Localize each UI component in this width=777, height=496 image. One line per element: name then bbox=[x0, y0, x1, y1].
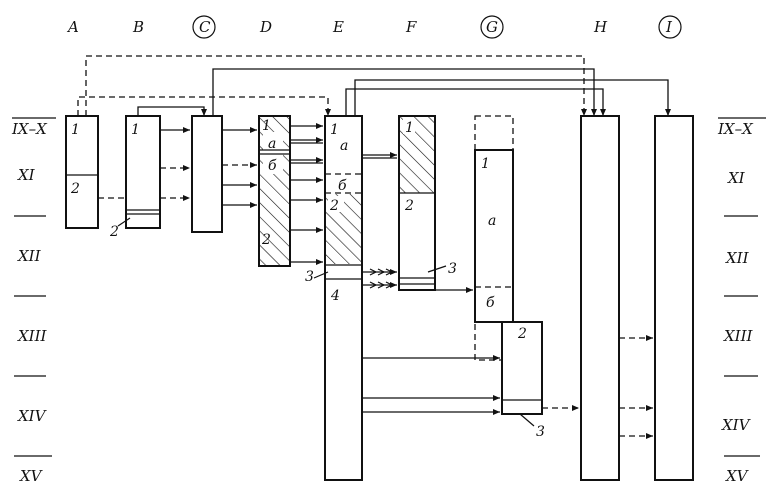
column-label-g: G bbox=[486, 18, 498, 36]
column-e-seg3-pointer bbox=[313, 271, 329, 279]
column-g-seg3: 3 bbox=[536, 424, 545, 440]
dashed-link-a-to-h bbox=[85, 55, 587, 116]
column-f-seg1: 1 bbox=[405, 120, 414, 136]
column-g-sega: a bbox=[488, 213, 496, 229]
century-right-14: XIV bbox=[721, 416, 752, 434]
column-g-box bbox=[474, 149, 514, 323]
column-b: 1 2 bbox=[109, 115, 161, 240]
column-d-sega: a bbox=[268, 136, 276, 152]
solid-link-e-to-h bbox=[345, 88, 606, 116]
column-a-box bbox=[65, 115, 99, 229]
century-scale-right: IX–X XI XII XIII XIV XV bbox=[717, 117, 766, 485]
column-i-box bbox=[654, 115, 694, 481]
column-i bbox=[654, 115, 694, 481]
column-a-seg2: 2 bbox=[70, 181, 80, 197]
column-e-seg1: 1 bbox=[330, 122, 339, 138]
column-d-segb: б bbox=[268, 158, 277, 174]
column-i-circle bbox=[658, 15, 682, 39]
column-label-b: B bbox=[132, 18, 144, 36]
column-b-box bbox=[125, 115, 161, 229]
century-left-15: XV bbox=[19, 467, 44, 485]
column-e-label-bg-2 bbox=[328, 196, 344, 212]
column-b-seg1: 1 bbox=[131, 122, 140, 138]
column-c-circle bbox=[192, 15, 216, 39]
column-b-seg2: 2 bbox=[109, 224, 119, 240]
column-label-i: I bbox=[665, 18, 673, 36]
column-label-h: H bbox=[593, 18, 608, 36]
column-e-seg2: 2 bbox=[329, 198, 339, 214]
column-g-seg3-pointer bbox=[519, 413, 535, 427]
column-c bbox=[191, 115, 223, 233]
dashed-link-a-to-e bbox=[77, 96, 331, 116]
column-e-sega: a bbox=[340, 138, 348, 154]
column-d-label-bg-a bbox=[263, 132, 283, 152]
column-g-sub-box bbox=[501, 321, 543, 415]
column-label-f: F bbox=[405, 18, 417, 36]
solid-link-b-to-c bbox=[137, 106, 207, 116]
column-d-seg1: 1 bbox=[262, 118, 271, 134]
column-g-seg2: 2 bbox=[517, 326, 527, 342]
century-left-9-10: IX–X bbox=[11, 120, 48, 138]
century-left-13: XIII bbox=[17, 327, 48, 345]
column-g-circle bbox=[480, 15, 504, 39]
multi-arrow-heads-2 bbox=[369, 281, 394, 289]
column-f-seg2: 2 bbox=[404, 198, 414, 214]
century-left-14: XIV bbox=[17, 407, 48, 425]
century-scale-left: IX–X XI XII XIII XIV XV bbox=[11, 117, 56, 485]
century-right-11: XI bbox=[727, 169, 746, 187]
column-label-d: D bbox=[259, 18, 272, 36]
century-left-12: XII bbox=[17, 247, 42, 265]
column-a: 1 2 bbox=[65, 115, 99, 229]
column-f-label-bg bbox=[403, 118, 415, 134]
column-f-seg3-pointer bbox=[427, 265, 447, 273]
solid-link-c-to-h bbox=[212, 68, 597, 116]
solid-link-e-to-i bbox=[354, 79, 671, 116]
column-headers: A B C D E F G H I bbox=[66, 15, 682, 39]
century-left-11: XI bbox=[17, 166, 36, 184]
century-right-13: XIII bbox=[723, 327, 754, 345]
century-right-12: XII bbox=[725, 249, 750, 267]
column-d: 1 a б 2 bbox=[258, 115, 291, 267]
column-f: 1 2 3 bbox=[398, 115, 457, 291]
column-d-label-bg-b bbox=[263, 152, 283, 174]
column-e-segb: б bbox=[338, 178, 347, 194]
column-e: 1 a б 2 3 4 bbox=[305, 115, 363, 481]
column-h-box bbox=[580, 115, 620, 481]
column-g-segb: б bbox=[486, 295, 495, 311]
multi-arrow-heads-1 bbox=[369, 268, 394, 276]
column-b-seg2-pointer bbox=[117, 217, 131, 227]
column-f-seg3: 3 bbox=[448, 261, 457, 277]
top-connections bbox=[77, 55, 671, 116]
column-e-seg4: 4 bbox=[330, 288, 340, 304]
flow-arrows bbox=[98, 123, 653, 439]
column-e-seg3: 3 bbox=[305, 269, 314, 285]
column-c-box bbox=[191, 115, 223, 233]
column-e-box bbox=[324, 115, 363, 481]
century-right-9-10: IX–X bbox=[717, 120, 754, 138]
column-d-seg2: 2 bbox=[261, 232, 271, 248]
column-label-e: E bbox=[332, 18, 344, 36]
century-right-15: XV bbox=[725, 467, 750, 485]
column-label-a: A bbox=[66, 18, 79, 36]
column-h bbox=[580, 115, 620, 481]
column-g: 1 a б 2 3 bbox=[474, 115, 545, 440]
column-a-seg1: 1 bbox=[71, 122, 80, 138]
column-label-c: C bbox=[199, 18, 211, 36]
column-g-seg1: 1 bbox=[481, 156, 490, 172]
